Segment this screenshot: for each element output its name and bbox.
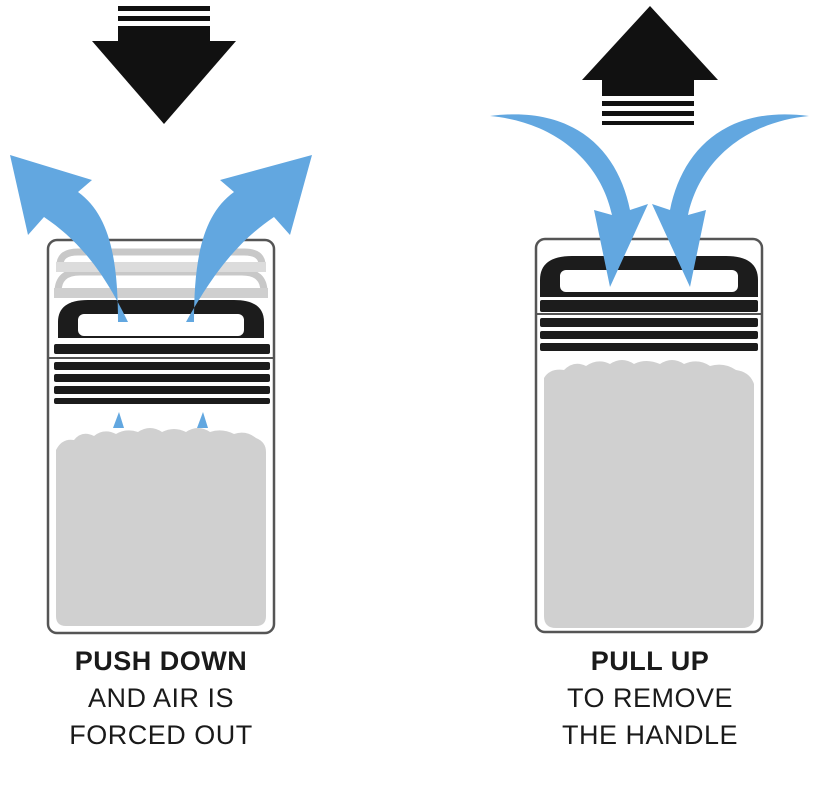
- jar-handle: [58, 300, 264, 338]
- jar-outline: [534, 237, 764, 634]
- jar-lid: [54, 344, 270, 404]
- push-down-line-1: AND AIR IS: [87, 683, 235, 713]
- jar-contents: [56, 428, 266, 626]
- push-down-line-2: FORCED OUT: [69, 720, 253, 750]
- push-down-caption: PUSH DOWN AND AIR IS FORCED OUT: [11, 643, 311, 754]
- jar-outline: [46, 238, 276, 635]
- pull-up-illustration: [490, 6, 809, 634]
- jar-handle: [540, 256, 758, 297]
- jar-contents: [544, 360, 754, 628]
- jar-lid: [540, 300, 758, 351]
- small-air-arrow: [113, 412, 124, 428]
- air-in-arrows: [490, 114, 809, 287]
- arrow-up-icon: [582, 6, 718, 125]
- air-out-arrows: [10, 155, 312, 322]
- push-down-panel: [0, 0, 330, 640]
- pull-up-caption: PULL UP TO REMOVE THE HANDLE: [500, 643, 800, 754]
- pull-up-line-1: TO REMOVE: [566, 683, 734, 713]
- push-down-illustration: [10, 6, 312, 635]
- arrow-down-icon: [92, 6, 236, 124]
- pull-up-line-2: THE HANDLE: [561, 720, 739, 750]
- small-air-arrow: [197, 412, 208, 428]
- pull-up-panel: [484, 0, 813, 640]
- pull-up-heading: PULL UP: [590, 646, 710, 676]
- push-down-heading: PUSH DOWN: [74, 646, 248, 676]
